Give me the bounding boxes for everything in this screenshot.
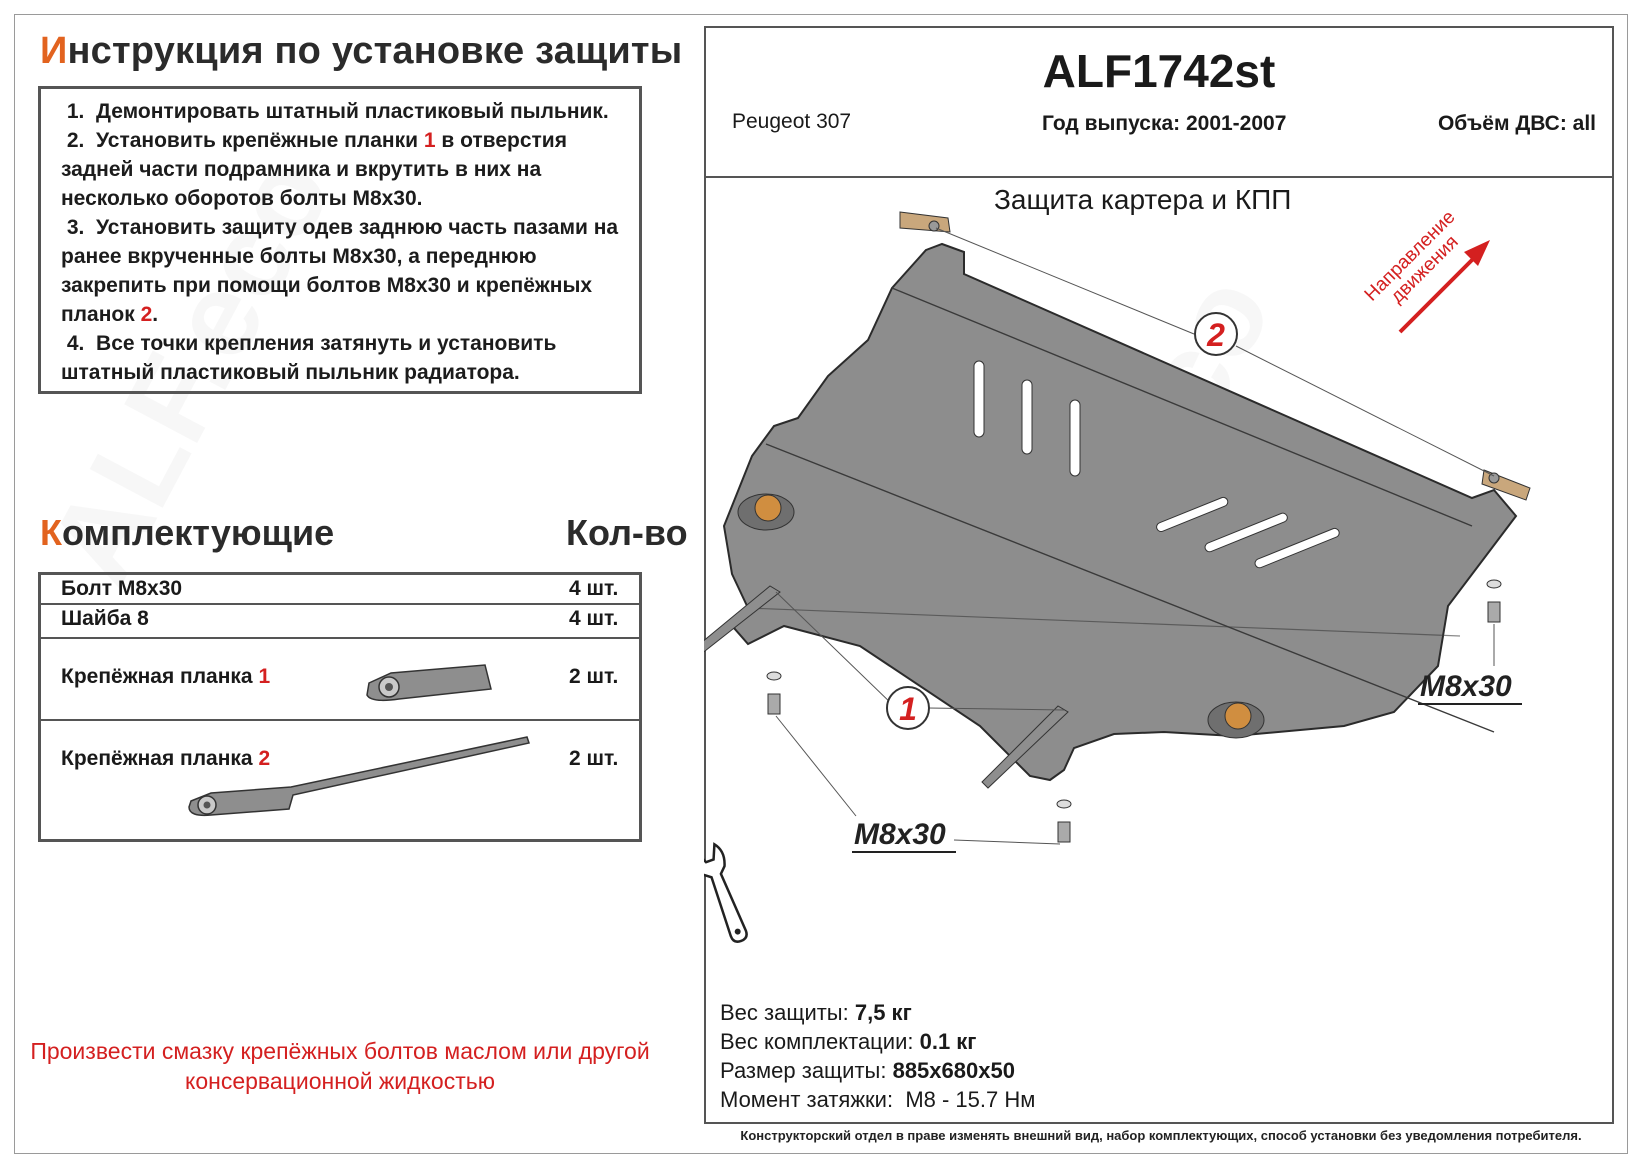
- svg-text:2: 2: [1206, 317, 1225, 353]
- callout-1: 1: [886, 686, 930, 730]
- bolt-icon: [1486, 579, 1502, 623]
- instruction-step: 4. Все точки крепления затянуть и устано…: [61, 332, 557, 384]
- spec-torque: Момент затяжки: M8 - 15.7 Нм: [720, 1087, 1036, 1112]
- bolt-label-right: M8x30: [1420, 670, 1512, 703]
- bolt-icon: [1056, 799, 1072, 843]
- kit-item-name: Крепёжная планка 2: [61, 747, 271, 770]
- kit-row: Шайба 8 4 шт.: [41, 605, 639, 639]
- qty-title: Кол-во: [566, 512, 688, 553]
- bolt-icon: [766, 671, 782, 715]
- instructions-box: 1. Демонтировать штатный пластиковый пыл…: [38, 86, 642, 394]
- kit-item-name: Шайба 8: [61, 607, 149, 630]
- product-header: ALF1742st Peugeot 307 Год выпуска: 2001-…: [706, 28, 1612, 178]
- product-box: ALF1742st Peugeot 307 Год выпуска: 2001-…: [704, 26, 1614, 1124]
- kit-row: Болт М8х30 4 шт.: [41, 575, 639, 605]
- spec-weight: Вес защиты: 7,5 кг: [720, 1000, 912, 1025]
- kit-table: Болт М8х30 4 шт. Шайба 8 4 шт. Крепёжная…: [38, 572, 642, 842]
- skid-plate: [722, 242, 1518, 782]
- wrench-icon: [704, 842, 748, 943]
- bracket-1-icon: [366, 664, 492, 702]
- kit-title: Комплектующие: [40, 512, 335, 553]
- skid-plate-drawing: 2 1 M8x30 M8x30 Направление движения: [704, 207, 1531, 943]
- callout-2: 2: [1194, 312, 1238, 356]
- bracket-2-icon: [188, 736, 530, 817]
- kit-item-name: Крепёжная планка 1: [61, 665, 271, 688]
- kit-item-qty: 4 шт.: [569, 577, 619, 600]
- instruction-step: 1. Демонтировать штатный пластиковый пыл…: [66, 100, 609, 123]
- kit-item-qty: 2 шт.: [569, 665, 619, 688]
- svg-text:1: 1: [899, 691, 917, 727]
- part-title: Защита картера и КПП: [994, 184, 1292, 215]
- kit-row: Крепёжная планка 1 2 шт.: [41, 639, 639, 721]
- disclaimer: Конструкторский отдел в праве изменять в…: [740, 1128, 1582, 1143]
- lubrication-note: Произвести смазку крепёжных болтов масло…: [30, 1038, 650, 1094]
- bolt-label-bottom: M8x30: [854, 818, 946, 851]
- production-years: Год выпуска: 2001-2007: [1042, 112, 1287, 135]
- kit-row: Крепёжная планка 2 2 шт.: [41, 721, 639, 839]
- kit-item-name: Болт М8х30: [61, 577, 183, 600]
- kit-item-qty: 2 шт.: [569, 747, 619, 770]
- kit-item-qty: 4 шт.: [569, 607, 619, 630]
- engine-volume: Объём ДВС: all: [1437, 112, 1596, 135]
- spec-size: Размер защиты: 885х680х50: [720, 1058, 1015, 1083]
- direction-arrow: Направление движения: [1361, 207, 1490, 334]
- spec-kit-weight: Вес комплектации: 0.1 кг: [720, 1029, 977, 1054]
- specs-block: Вес защиты: 7,5 кг Вес комплектации: 0.1…: [720, 998, 1035, 1114]
- instruction-step: 3. Установить защиту одев заднюю часть п…: [61, 216, 619, 326]
- car-model: Peugeot 307: [732, 110, 852, 133]
- page-frame: [14, 14, 1628, 1154]
- instructions-title: Инструкция по установке защиты: [40, 30, 683, 72]
- product-code: ALF1742st: [1042, 45, 1276, 97]
- instruction-step: 2. Установить крепёжные планки 1 в отвер…: [61, 129, 567, 210]
